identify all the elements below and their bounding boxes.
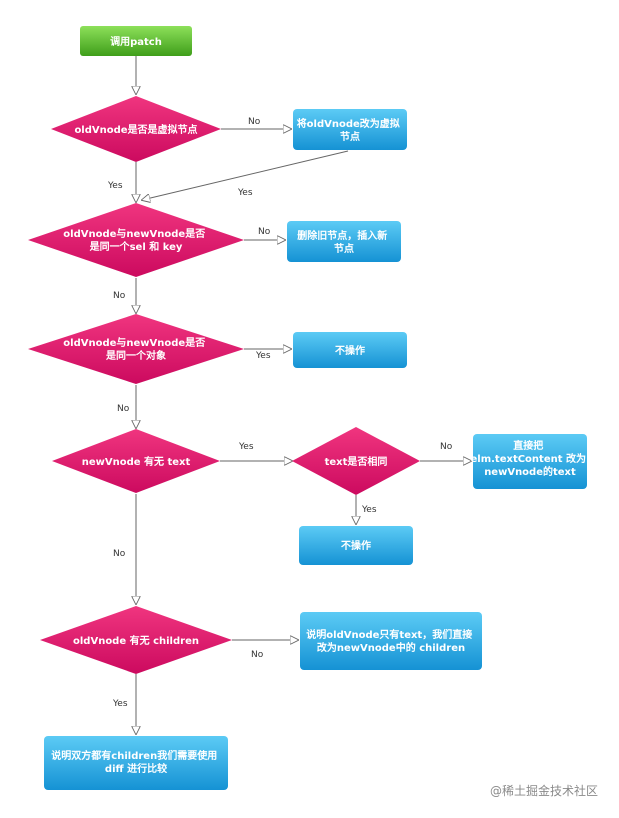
edge-label-same-object-yes: Yes	[255, 351, 271, 361]
process-no-op-2: 不操作	[299, 526, 413, 565]
process-remove-insert-line-2: 节点	[334, 242, 354, 255]
svg-text:说明双方都有children我们需要使用 dif: 说明双方都有children我们需要使用 diff 进行比较	[51, 749, 220, 775]
edge-label-text-same-no: No	[440, 442, 453, 452]
decision-text-same: text是否相同	[292, 427, 420, 495]
decision-is-virtual-node-label: oldVnode是否是虚拟节点	[74, 123, 197, 136]
decision-same-object-line-2: 是同一个对象	[105, 349, 166, 362]
process-set-text-line-2: elm.textContent 改为	[471, 452, 587, 465]
decision-same-sel-key-line-2: 是同一个sel 和 key	[89, 240, 183, 253]
decision-has-children-label: oldVnode 有无 children	[73, 634, 199, 647]
svg-text:删除旧节点，插入新 节点: 删除旧节点，插入新 节点	[297, 229, 390, 255]
svg-text:oldVnode与newVnode是否 是同一个: oldVnode与newVnode是否 是同一个sel 和 key	[63, 227, 208, 253]
svg-text:直接把 elm.textContent 改为: 直接把 elm.textContent 改为 newVnode的text	[471, 439, 590, 478]
process-set-text: 直接把 elm.textContent 改为 newVnode的text	[471, 434, 590, 489]
decision-same-sel-key-line-1: oldVnode与newVnode是否	[63, 227, 205, 240]
decision-same-object-line-1: oldVnode与newVnode是否	[63, 336, 205, 349]
edge-label-text-yes: Yes	[238, 442, 254, 452]
process-old-only-text: 说明oldVnode只有text，我们直接 改为newVnode中的 child…	[300, 612, 482, 670]
process-convert-virtual: 将oldVnode改为虚拟 节点	[293, 109, 407, 150]
edge-label-same-object-no: No	[117, 404, 130, 414]
process-remove-insert-line-1: 删除旧节点，插入新	[297, 229, 387, 242]
decision-has-text: newVnode 有无 text	[52, 429, 220, 493]
process-old-only-text-line-1: 说明oldVnode只有text，我们直接	[306, 628, 472, 641]
process-convert-virtual-line-2: 节点	[340, 130, 360, 143]
process-old-only-text-line-2: 改为newVnode中的 children	[317, 641, 465, 654]
process-no-op-1: 不操作	[293, 332, 407, 368]
process-remove-insert: 删除旧节点，插入新 节点	[287, 221, 401, 262]
watermark: @稀土掘金技术社区	[490, 783, 598, 798]
process-set-text-line-1: 直接把	[513, 439, 543, 452]
edge-label-virtual-yes: Yes	[107, 181, 123, 191]
process-both-children: 说明双方都有children我们需要使用 diff 进行比较	[44, 736, 228, 790]
decision-is-virtual-node: oldVnode是否是虚拟节点	[51, 96, 221, 162]
process-set-text-line-3: newVnode的text	[484, 465, 576, 478]
process-convert-virtual-line-1: 将oldVnode改为虚拟	[297, 117, 400, 130]
decision-same-object: oldVnode与newVnode是否 是同一个对象	[28, 314, 244, 384]
svg-text:将oldVnode改为虚拟 节点: 将oldVnode改为虚拟 节点	[297, 117, 404, 143]
process-both-children-line-1: 说明双方都有children我们需要使用	[51, 749, 217, 762]
decision-same-sel-key: oldVnode与newVnode是否 是同一个sel 和 key	[28, 203, 244, 277]
decision-has-text-label: newVnode 有无 text	[82, 455, 191, 468]
edge-converted-yes	[142, 150, 349, 200]
process-no-op-1-label: 不操作	[335, 344, 365, 357]
edge-label-children-yes: Yes	[112, 699, 128, 709]
svg-text:oldVnode与newVnode是否 是同一个: oldVnode与newVnode是否 是同一个对象	[63, 336, 208, 362]
decision-text-same-label: text是否相同	[325, 455, 388, 468]
process-no-op-2-label: 不操作	[341, 539, 371, 552]
edge-label-sel-key-no: No	[258, 227, 271, 237]
svg-text:说明oldVnode只有text，我们直接 改为: 说明oldVnode只有text，我们直接 改为newVnode中的 child…	[306, 628, 475, 654]
decision-has-children: oldVnode 有无 children	[40, 606, 232, 674]
edge-label-text-same-yes: Yes	[361, 505, 377, 515]
start-node: 调用patch	[80, 26, 192, 56]
edge-label-sel-key-else: No	[113, 291, 126, 301]
process-both-children-line-2: diff 进行比较	[105, 762, 167, 775]
edge-label-text-no: No	[113, 549, 126, 559]
edge-label-virtual-no: No	[248, 117, 261, 127]
edge-label-converted-yes: Yes	[237, 188, 253, 198]
edge-label-children-no: No	[251, 650, 264, 660]
start-node-label: 调用patch	[110, 35, 162, 48]
